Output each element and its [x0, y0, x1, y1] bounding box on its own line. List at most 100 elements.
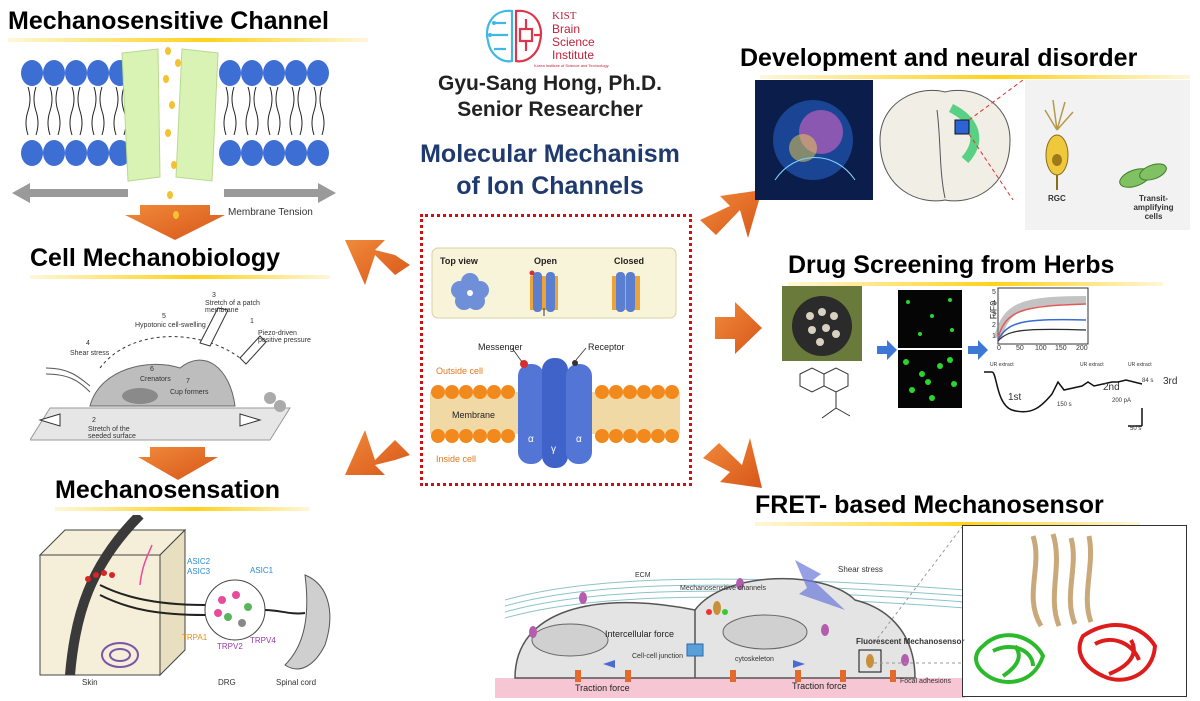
ion-channel-figure: Top view Open Closed α γ α [430, 246, 680, 471]
drug-xtick-100: 100 [1035, 345, 1047, 352]
brain-logo: KIST Brain Science Institute Korea Insti… [478, 5, 618, 69]
channel-protein [121, 48, 219, 182]
fret-label-traction-force-2: Traction force [792, 681, 847, 691]
drug-xtick-150: 150 [1055, 345, 1067, 352]
label-messenger: Messenger [478, 342, 523, 352]
main-title-line-2: of Ion Channels [456, 172, 644, 200]
trace-label-2nd: 2nd [1103, 382, 1120, 393]
extract-label-3: UR extract [1128, 362, 1152, 368]
right-bilayer [219, 60, 329, 166]
label-number-5: 5 [162, 313, 166, 320]
mechanosensation-illustration [30, 515, 370, 690]
label-asic3: ASIC3 [187, 567, 211, 576]
fret-label-focal-adhesions: Focal adhesions [900, 678, 951, 685]
label-inside-cell: Inside cell [436, 454, 476, 464]
top-view-flower [451, 273, 489, 310]
drug-ytick-4: 4 [992, 300, 996, 307]
extract-label-1: UR extract [990, 362, 1014, 368]
label-drg: DRG [218, 678, 236, 687]
title-underline [755, 522, 1140, 526]
tension-arrow-right [224, 183, 336, 203]
alpha-right: α [576, 434, 582, 445]
label-number-2: 2 [92, 417, 96, 424]
title-underline [760, 75, 1190, 79]
label-piezo: Piezo-driven positive pressure [258, 330, 311, 344]
researcher-position: Senior Researcher [457, 98, 643, 121]
cell-mechanobiology-title: Cell Mechanobiology [30, 244, 281, 272]
label-receptor: Receptor [588, 342, 625, 352]
label-spinal-cord: Spinal cord [276, 678, 317, 687]
label-trpa1: TRPA1 [182, 633, 208, 642]
open-channel-icon [529, 270, 558, 316]
tension-arrow-left [12, 183, 128, 203]
drug-ytick-1: 1 [992, 333, 996, 340]
label-stretch-patch: Stretch of a patch membrane [205, 300, 260, 314]
label-number-6: 6 [150, 366, 154, 373]
label-trpv2: TRPV2 [217, 642, 243, 651]
label-closed: Closed [614, 256, 644, 266]
drug-ytick-3: 3 [992, 311, 996, 318]
membrane-tension-label: Membrane Tension [228, 207, 313, 218]
fret-label-cell-cell-junction: Cell-cell junction [632, 653, 683, 660]
arrow-to-top-left [345, 240, 410, 285]
label-top-view: Top view [440, 256, 479, 266]
fret-label-shear-stress: Shear stress [838, 565, 883, 574]
label-outside-cell: Outside cell [436, 366, 483, 376]
development-title: Development and neural disorder [740, 44, 1138, 72]
drug-xtick-200: 200 [1076, 345, 1088, 352]
label-number-3: 3 [212, 292, 216, 299]
drug-screening-illustration [782, 286, 1192, 436]
label-number-4: 4 [86, 340, 90, 347]
drug-ytick-5: 5 [992, 289, 996, 296]
label-open: Open [534, 256, 557, 266]
researcher-name: Gyu-Sang Hong, Ph.D. [438, 72, 662, 95]
logo-science: Science [552, 35, 595, 49]
logo-kist: KIST [552, 10, 577, 22]
gamma-subunit: γ [551, 444, 556, 455]
fret-protein-structure [962, 525, 1187, 697]
drug-xtick-0: 0 [997, 345, 1001, 352]
development-illustration [755, 80, 1190, 230]
fret-cell-illustration [495, 540, 965, 698]
fret-label-fluorescent-mechanosensor: Fluorescent Mechanosensor [856, 637, 965, 646]
logo-brain: Brain [552, 22, 580, 36]
label-membrane: Membrane [452, 410, 495, 420]
logo-institute: Institute [552, 48, 594, 62]
label-cup-formers: Cup formers [170, 389, 209, 396]
label-hypotonic: Hypotonic cell-swelling [135, 322, 206, 329]
arrow-to-mid-right [715, 302, 762, 354]
label-asic2: ASIC2 [187, 557, 211, 566]
left-bilayer [21, 60, 131, 166]
fret-label-intercellular-force: Intercellular force [605, 629, 675, 639]
label-stretch-surface: Stretch of the seeded surface [88, 426, 136, 440]
time-label-150s: 150 s [1057, 402, 1072, 408]
fret-label-cytoskeleton: cytoskeleton [735, 656, 774, 663]
main-title-line-1: Molecular Mechanism [420, 140, 680, 168]
label-number-7: 7 [186, 378, 190, 385]
central-figure-frame [420, 214, 692, 486]
scale-label-pa: 200 pA [1112, 398, 1132, 404]
fret-label-mechanosensitive-channels: Mechanosensitive channels [680, 585, 766, 592]
ions [163, 47, 181, 219]
mechanosensitive-channel-title: Mechanosensitive Channel [8, 7, 329, 35]
time-label-84s: 84 s [1142, 378, 1154, 384]
extract-label-2: UR extract [1080, 362, 1104, 368]
label-skin: Skin [82, 678, 98, 687]
label-crenators: Crenators [140, 376, 171, 383]
closed-channel-icon [612, 272, 640, 312]
drug-ytick-2: 2 [992, 322, 996, 329]
mechanosensitive-channel-illustration [10, 45, 340, 225]
label-shear-stress: Shear stress [70, 350, 110, 357]
title-underline [8, 38, 368, 42]
label-rgc: RGC [1048, 194, 1066, 203]
fret-zoom-lines [873, 526, 963, 664]
mechanosensation-title: Mechanosensation [55, 476, 281, 504]
label-trpv4: TRPV4 [250, 636, 276, 645]
alpha-left: α [528, 434, 534, 445]
trace-label-3rd: 3rd [1163, 376, 1178, 387]
fret-label-ecm: ECM [635, 572, 651, 579]
arrow-to-bottom-right [703, 438, 762, 488]
drug-screening-title: Drug Screening from Herbs [788, 251, 1115, 279]
label-asic1: ASIC1 [250, 566, 274, 575]
fret-title: FRET- based Mechanosensor [755, 491, 1104, 519]
